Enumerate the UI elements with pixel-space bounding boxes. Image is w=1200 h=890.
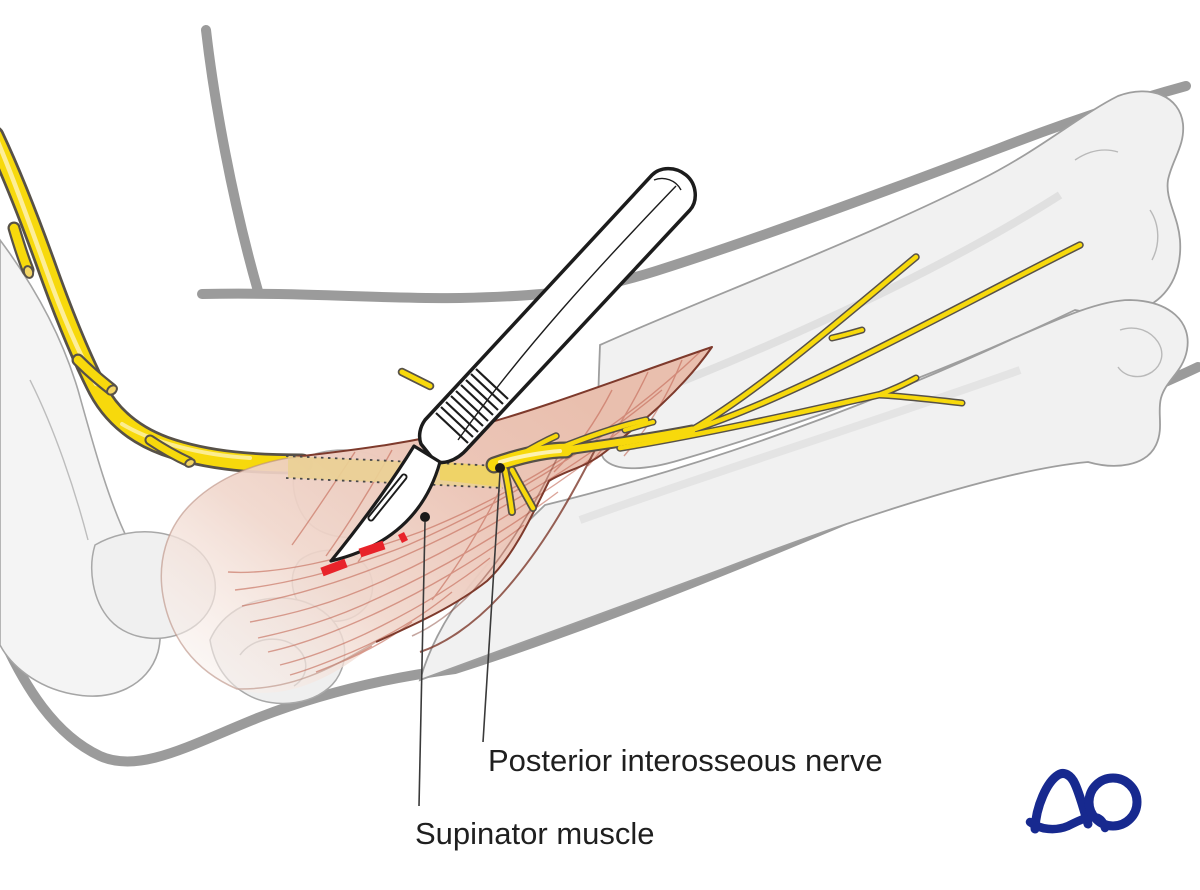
ulna-bone <box>418 299 1189 682</box>
cut-branch-mid-end <box>106 384 118 396</box>
label-posterior-interosseous-nerve: Posterior interosseous nerve <box>488 743 883 778</box>
supinator-muscle <box>160 346 713 693</box>
cut-branch-stub-end <box>22 265 35 279</box>
supinator-body <box>161 347 712 693</box>
band-dotted-bottom <box>285 477 504 489</box>
supinator-leader-line <box>418 521 426 807</box>
muscle-striations <box>227 351 701 676</box>
pin-emergence-highlight <box>498 449 562 464</box>
ulna-shape <box>418 299 1189 682</box>
radius-distal-inner-line <box>1074 149 1159 261</box>
band-dotted-top <box>285 455 501 467</box>
deep-branch-end <box>184 458 196 468</box>
label-supinator-muscle: Supinator muscle <box>415 816 655 851</box>
upper-arm-contour-vertical <box>201 25 263 296</box>
incision-marks <box>320 531 409 577</box>
muscle-fascicle-arcs <box>411 439 601 653</box>
pin-leader-dot <box>495 463 505 473</box>
scalpel-grip-ridges <box>435 368 509 444</box>
incision-dash-1 <box>320 558 348 577</box>
ao-logo <box>1025 768 1142 834</box>
ao-logo-letter-o <box>1084 773 1142 831</box>
supinator-leader-dot <box>420 512 430 522</box>
ulna-shading-line <box>578 366 1022 524</box>
humerus-shading-line <box>29 379 89 541</box>
posterior-interosseous-nerve <box>397 241 1084 516</box>
ao-logo-letter-a <box>1030 768 1093 834</box>
scalpel-blade-slot-core <box>369 475 406 520</box>
pin-stub-left-of-scalpel-core <box>399 369 433 389</box>
leader-lines <box>418 463 505 807</box>
forearm-top-contour <box>197 81 1191 304</box>
muscle-soft-edge <box>160 457 377 690</box>
radial-nerve <box>0 127 313 475</box>
pin-branch-cores <box>487 242 1083 515</box>
incision-dash-3 <box>397 531 409 544</box>
incision-dash-2 <box>358 540 386 558</box>
ulna-head-inner-line <box>1117 327 1163 378</box>
band-nerve-glow <box>440 461 501 487</box>
scalpel <box>329 166 697 563</box>
pin-leader-line <box>482 472 501 743</box>
radial-nerve-highlight <box>0 140 99 387</box>
nerve-exposure-band <box>285 455 504 489</box>
radial-nerve-highlight-2 <box>120 422 252 460</box>
